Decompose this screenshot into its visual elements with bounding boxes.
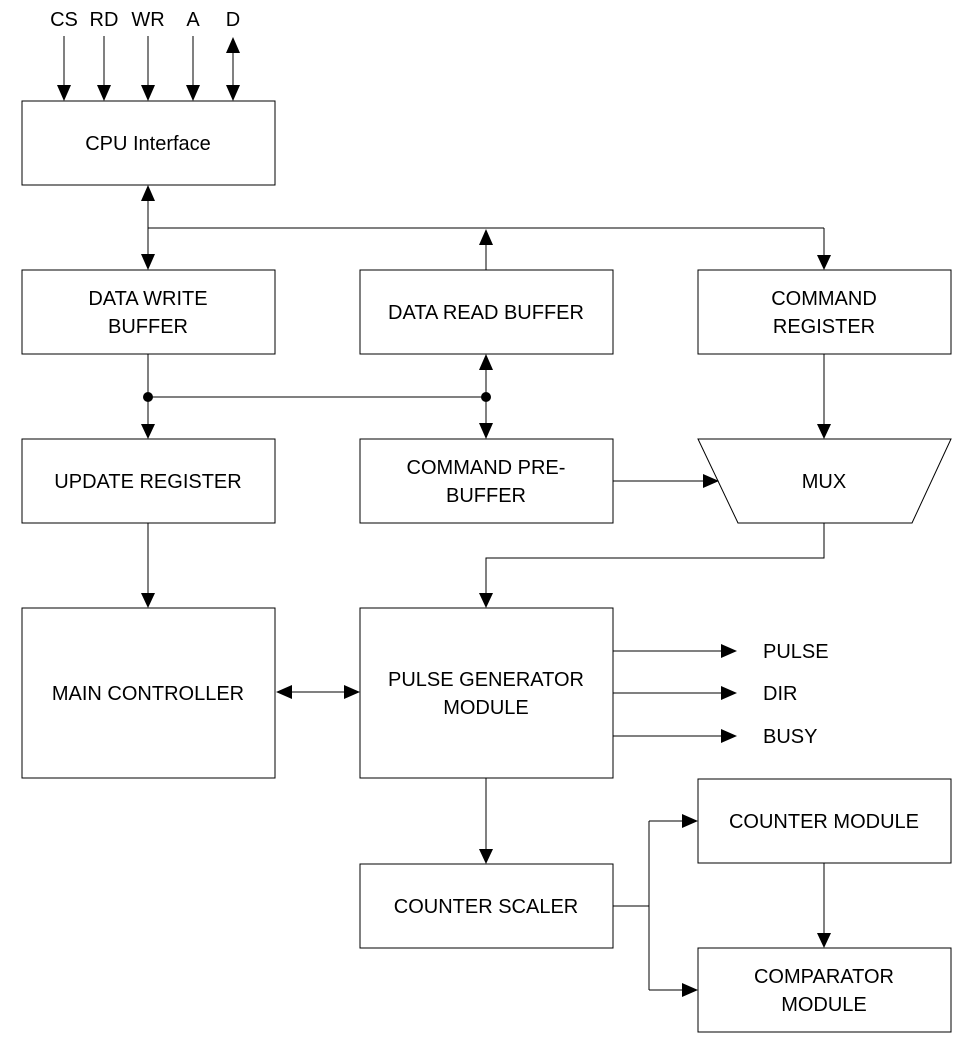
pulse-generator-module-label-line2: MODULE (443, 697, 529, 719)
command-register-to-mux-arrow (817, 354, 831, 439)
main-controller-pulse-generator-bidirectional-arrow (276, 685, 360, 699)
pulse-generator-module-block: PULSE GENERATOR MODULE (359, 607, 614, 779)
bus-to-command-register-arrow (817, 228, 831, 270)
counter-module-to-comparator-arrow (817, 863, 831, 948)
signal-a-arrow (186, 36, 200, 101)
dir-output-label: DIR (763, 683, 797, 705)
command-pre-buffer-block: COMMAND PRE- BUFFER (359, 438, 614, 524)
data-write-buffer-label-line2: BUFFER (108, 316, 188, 338)
counter-module-label: COUNTER MODULE (729, 811, 919, 833)
main-controller-label: MAIN CONTROLLER (52, 683, 244, 705)
update-register-label: UPDATE REGISTER (54, 471, 241, 493)
signal-wr-arrow (141, 36, 155, 101)
signal-cs-arrow (57, 36, 71, 101)
cpu-interface-block: CPU Interface (21, 100, 276, 186)
signal-a-label: A (186, 9, 200, 31)
comparator-module-label-line2: MODULE (781, 994, 867, 1016)
data-write-buffer-block: DATA WRITE BUFFER (21, 269, 276, 355)
pre-buffer-to-mux-arrow (613, 474, 719, 488)
update-register-block: UPDATE REGISTER (21, 438, 276, 524)
mux-label: MUX (802, 471, 846, 493)
data-read-buffer-label: DATA READ BUFFER (388, 302, 584, 324)
write-buffer-distribution (141, 354, 486, 439)
command-pre-buffer-label-line2: BUFFER (446, 485, 526, 507)
pulse-generator-to-counter-scaler-arrow (479, 778, 493, 864)
data-write-buffer-label-line1: DATA WRITE (88, 288, 207, 310)
comparator-module-label-line1: COMPARATOR (754, 966, 894, 988)
command-register-block: COMMAND REGISTER (697, 269, 952, 355)
signal-d-bidirectional-arrow (226, 37, 240, 101)
counter-scaler-block: COUNTER SCALER (359, 863, 614, 949)
comparator-module-block: COMPARATOR MODULE (697, 947, 952, 1033)
pulse-output-label: PULSE (763, 641, 829, 663)
counter-module-block: COUNTER MODULE (697, 778, 952, 864)
main-controller-block: MAIN CONTROLLER (21, 607, 276, 779)
signal-rd-arrow (97, 36, 111, 101)
signal-rd-label: RD (90, 9, 119, 31)
mux-block: MUX (697, 438, 952, 524)
mux-to-pulse-generator-arrow (479, 523, 825, 608)
busy-output-label: BUSY (763, 726, 817, 748)
cpu-bus-connector (141, 185, 824, 270)
command-register-label-line2: REGISTER (773, 316, 875, 338)
data-read-buffer-to-bus-arrow (479, 229, 493, 270)
cpu-interface-label: CPU Interface (85, 133, 211, 155)
signal-wr-label: WR (131, 9, 164, 31)
busy-output-arrow (613, 729, 737, 743)
dir-output-arrow (613, 686, 737, 700)
counter-scaler-label: COUNTER SCALER (394, 896, 578, 918)
data-read-buffer-block: DATA READ BUFFER (359, 269, 614, 355)
command-pre-buffer-label-line1: COMMAND PRE- (407, 457, 566, 479)
command-register-label-line1: COMMAND (771, 288, 877, 310)
update-register-to-main-controller-arrow (141, 523, 155, 608)
pulse-output-arrow (613, 644, 737, 658)
signal-d-label: D (226, 9, 240, 31)
read-buffer-pre-buffer-bidirectional-arrow (479, 354, 493, 439)
counter-scaler-branch-arrows (613, 814, 698, 997)
pulse-generator-module-label-line1: PULSE GENERATOR (388, 669, 584, 691)
signal-cs-label: CS (50, 9, 78, 31)
